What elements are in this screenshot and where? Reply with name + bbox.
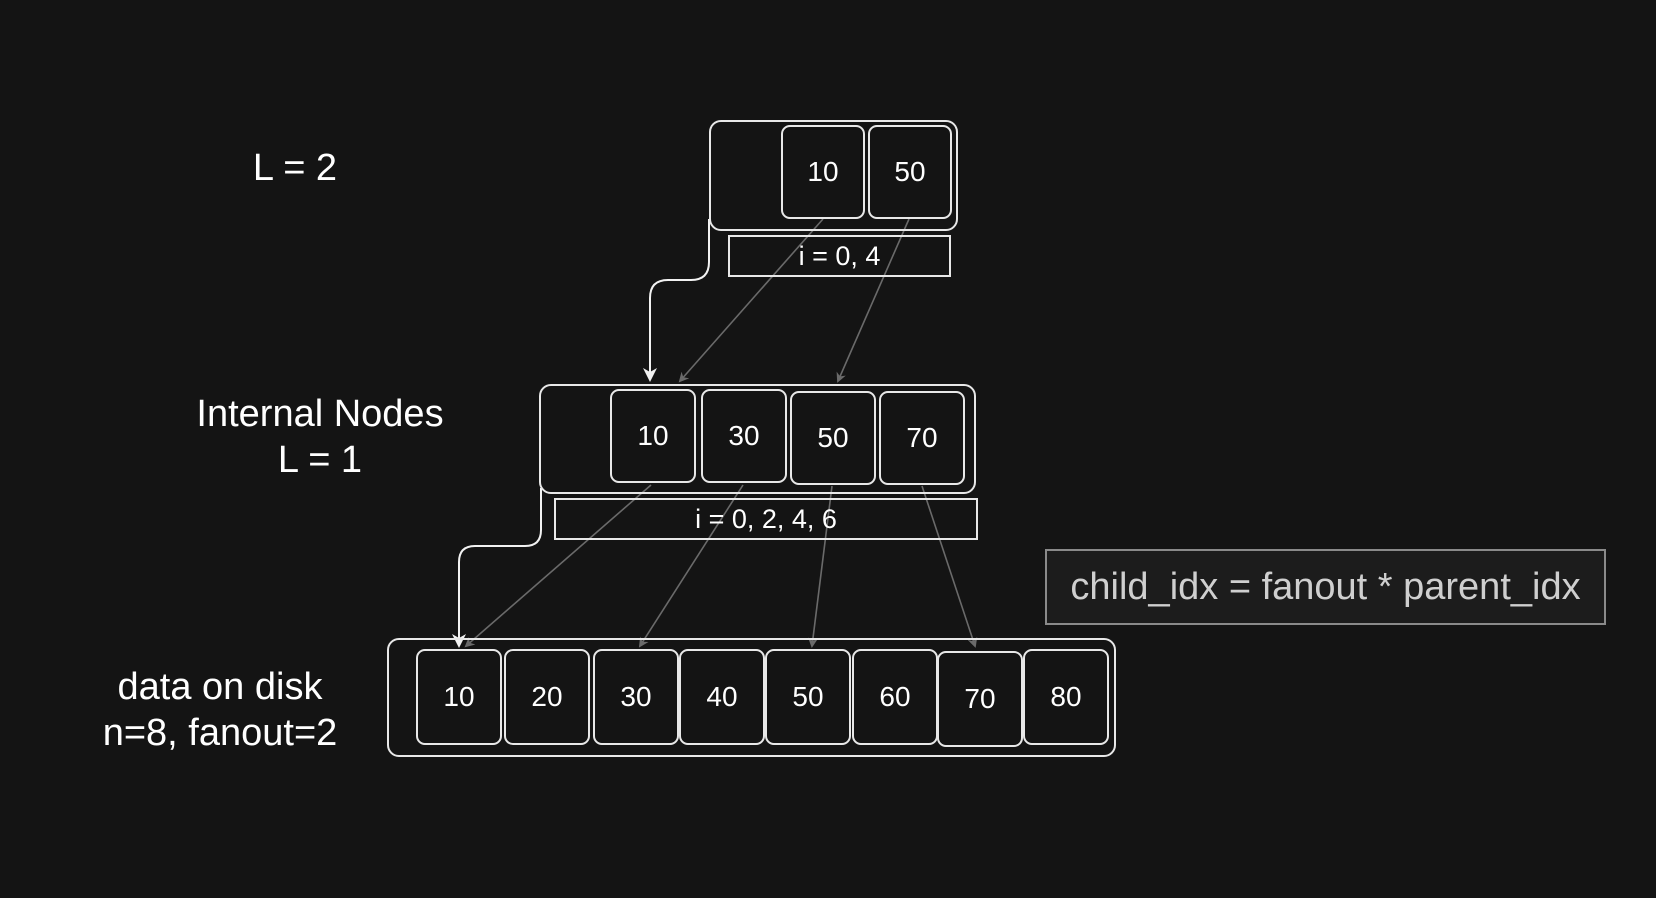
internal-index-label: i = 0, 2, 4, 6 bbox=[554, 498, 978, 540]
data-key-cell: 40 bbox=[679, 649, 765, 745]
child-arrow-icon bbox=[464, 484, 652, 648]
pointer-arrow-icon bbox=[643, 219, 710, 382]
level-label-internal: Internal Nodes L = 1 bbox=[160, 391, 480, 483]
data-key-cell: 60 bbox=[852, 649, 938, 745]
root-index-label: i = 0, 4 bbox=[728, 235, 951, 277]
root-key-cell: 10 bbox=[781, 125, 865, 219]
level-label-line2: L = 1 bbox=[277, 439, 363, 481]
child-arrow-icon bbox=[808, 485, 833, 648]
pointer-arrow-icon bbox=[452, 488, 542, 648]
level-label-text: L = 2 bbox=[252, 147, 338, 189]
level-label-line2: n=8, fanout=2 bbox=[102, 712, 338, 754]
internal-key-cell: 50 bbox=[790, 391, 876, 485]
level-label-line1: data on disk bbox=[117, 666, 323, 708]
child-arrow-icon bbox=[678, 218, 824, 383]
level-label-top: L = 2 bbox=[195, 145, 395, 191]
formula-box: child_idx = fanout * parent_idx bbox=[1045, 549, 1606, 625]
root-key-cell: 50 bbox=[868, 125, 952, 219]
data-key-cell: 20 bbox=[504, 649, 590, 745]
internal-key-cell: 30 bbox=[701, 389, 787, 483]
root-node bbox=[709, 120, 958, 231]
level-label-data: data on disk n=8, fanout=2 bbox=[60, 664, 380, 756]
child-arrow-icon bbox=[836, 218, 910, 383]
data-key-cell: 70 bbox=[937, 651, 1023, 747]
data-key-cell: 10 bbox=[416, 649, 502, 745]
internal-node bbox=[539, 384, 976, 494]
data-key-cell: 30 bbox=[593, 649, 679, 745]
data-key-cell: 50 bbox=[765, 649, 851, 745]
data-block bbox=[387, 638, 1116, 757]
child-arrow-icon bbox=[638, 484, 744, 648]
internal-key-cell: 10 bbox=[610, 389, 696, 483]
level-label-line1: Internal Nodes bbox=[196, 393, 444, 435]
data-key-cell: 80 bbox=[1023, 649, 1109, 745]
internal-key-cell: 70 bbox=[879, 391, 965, 485]
child-arrow-icon bbox=[921, 485, 978, 648]
